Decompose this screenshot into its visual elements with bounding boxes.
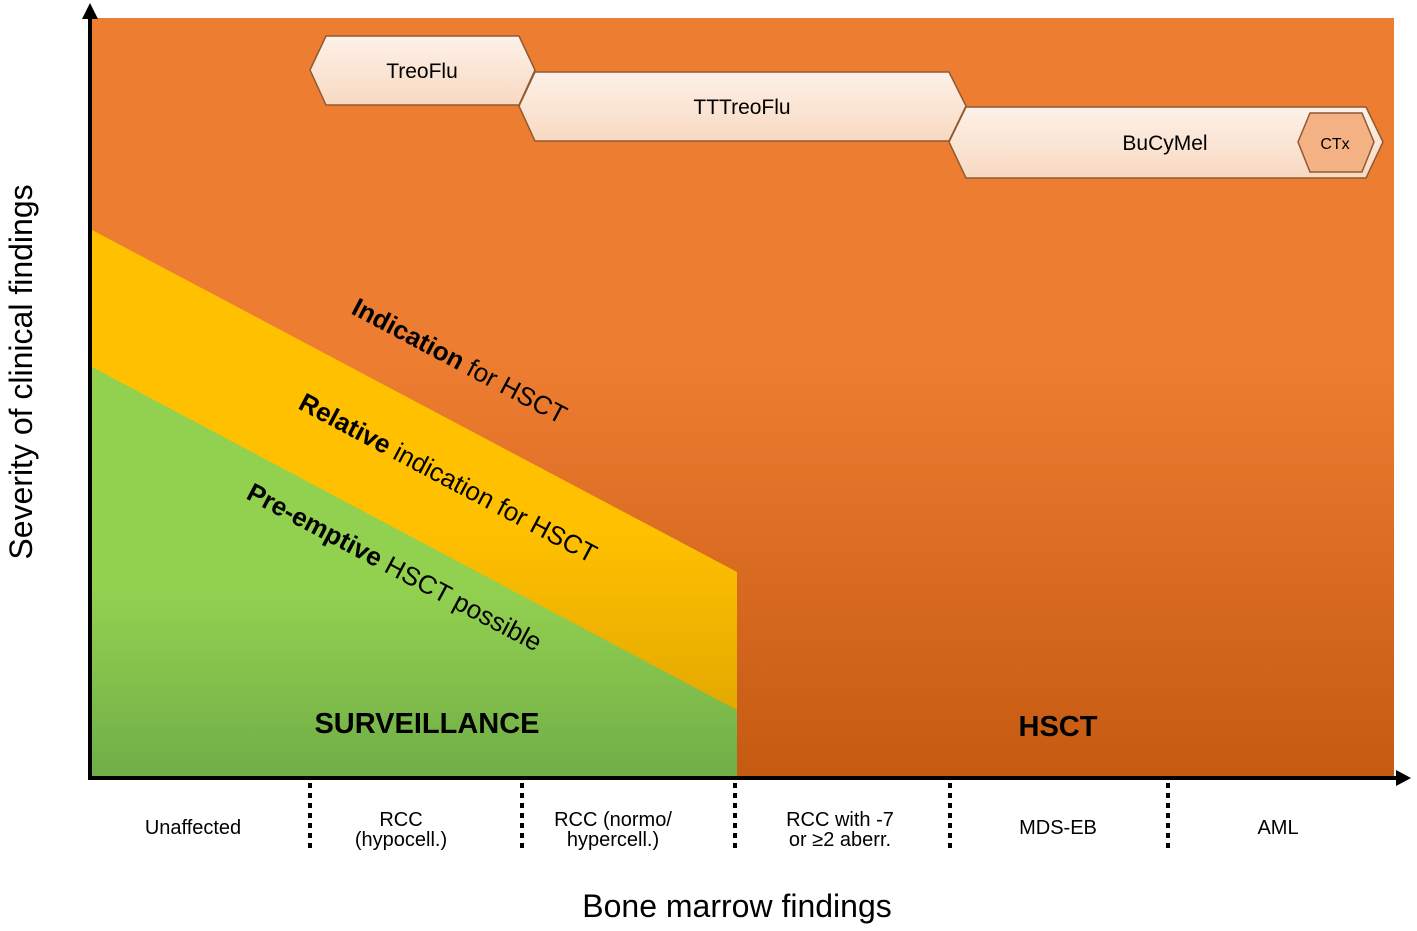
surveillance-label: SURVEILLANCE <box>314 708 539 740</box>
bucymel-regimen: BuCyMel CTx <box>948 106 1384 179</box>
tttreoflu-pill <box>518 71 967 142</box>
tttreoflu-regimen: TTTreoFlu <box>518 71 967 142</box>
bucymel-label: BuCyMel <box>1122 132 1207 155</box>
category-label: Unaffected <box>145 817 241 839</box>
x-axis-label: Bone marrow findings <box>582 888 891 924</box>
y-axis-arrow <box>82 3 98 19</box>
category-label: RCC (normo/ <box>554 809 672 831</box>
treoflu-regimen: TreoFlu <box>309 35 536 106</box>
category-label: RCC <box>379 809 422 831</box>
category-label: hypercell.) <box>567 829 659 851</box>
treoflu-label: TreoFlu <box>386 60 458 83</box>
category-label: RCC with -7 <box>786 809 894 831</box>
ctx-pill <box>1297 112 1375 173</box>
category-label: (hypocell.) <box>355 829 447 851</box>
category-label: MDS-EB <box>1019 817 1097 839</box>
category-label: or ≥2 aberr. <box>789 829 891 851</box>
y-axis-label: Severity of clinical findings <box>3 184 39 559</box>
bucymel-pill <box>948 106 1384 179</box>
preemptive-zone <box>92 367 737 778</box>
hsct-label: HSCT <box>1019 711 1098 743</box>
ctx-label: CTx <box>1320 136 1349 153</box>
category-separators <box>308 783 1170 851</box>
category-labels: Unaffected RCC (hypocell.) RCC (normo/ h… <box>145 809 1299 851</box>
x-axis-arrow <box>1396 770 1411 786</box>
category-label: AML <box>1257 817 1298 839</box>
treoflu-pill <box>309 35 536 106</box>
tttreoflu-label: TTTreoFlu <box>693 96 790 119</box>
